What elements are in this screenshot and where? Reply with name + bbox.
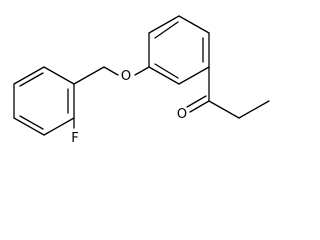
carbonyl-ch2-bond: [208, 100, 240, 119]
fluorine-label: F: [71, 131, 78, 146]
double-bond-inner: [154, 21, 179, 39]
bond: [148, 15, 180, 34]
bond: [178, 15, 210, 34]
bond: [43, 117, 75, 136]
molecule-structure: O O F: [13, 15, 270, 146]
bond: [43, 66, 75, 85]
phenyl-ring: [148, 15, 210, 85]
bond: [148, 66, 180, 85]
double-bond-inner: [19, 115, 44, 130]
o-ring-bond: [134, 66, 150, 76]
fluorophenyl-ring: [13, 66, 75, 136]
ring-ch2-bond: [73, 66, 105, 85]
ch2-o-bond: [103, 66, 119, 76]
carbonyl-double-bond: [186, 95, 207, 108]
bond: [13, 117, 45, 136]
ch2-ch3-bond: [238, 100, 270, 119]
carbonyl-oxygen-label: O: [177, 107, 187, 122]
bond: [178, 66, 210, 85]
carbonyl-double-bond: [189, 100, 210, 113]
double-bond-inner: [19, 72, 44, 87]
bond: [13, 66, 45, 85]
double-bond-inner: [154, 63, 179, 79]
ether-oxygen-label: O: [121, 69, 131, 84]
